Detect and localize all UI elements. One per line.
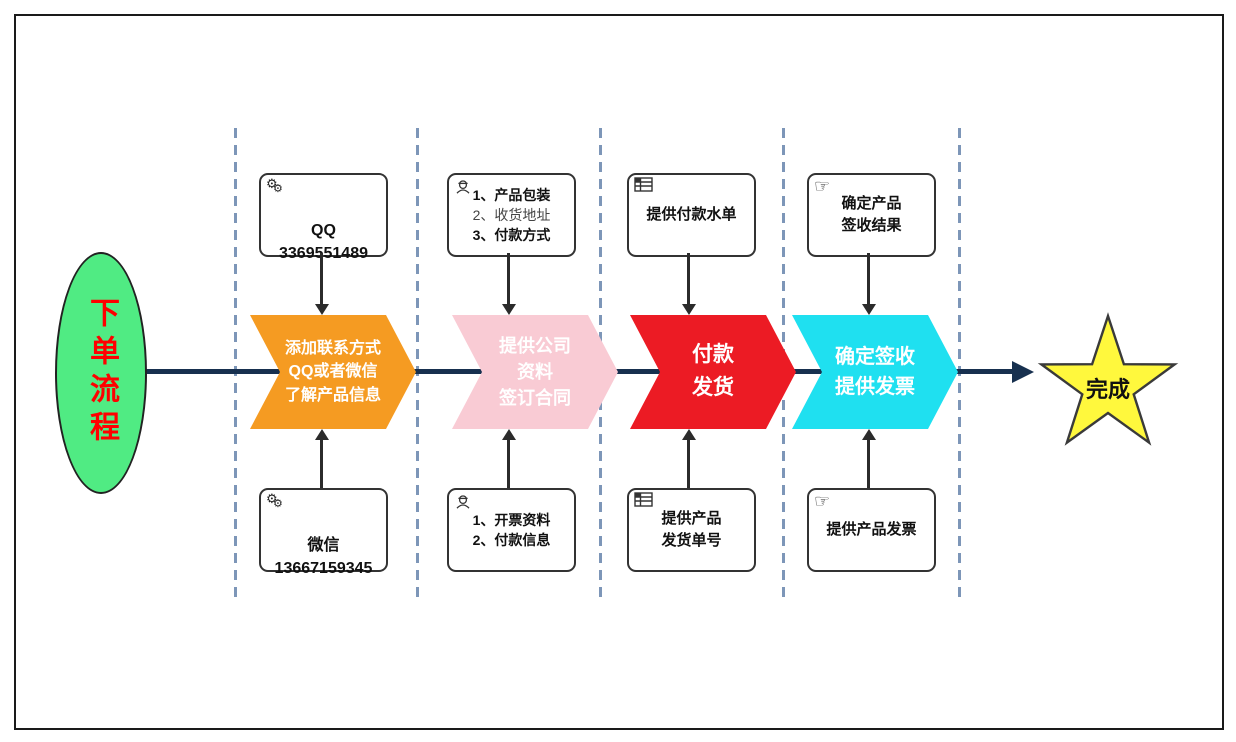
stage3-bottom-box: 提供产品 发货单号 (627, 488, 756, 572)
chevron-line: 付款 (692, 343, 734, 367)
connector-line (867, 253, 870, 305)
stage1-bottom-box: ⚙⚙ 微信 13667159345 (259, 488, 388, 577)
pointing-hand-icon: ☞ (814, 491, 831, 511)
box-line: 2、收货地址 (472, 206, 551, 223)
arrow-up-icon (315, 429, 329, 440)
finish-star: 完成 (1036, 308, 1180, 452)
gears-icon: ⚙⚙ (266, 176, 283, 195)
connector-line (867, 440, 870, 488)
box-line: 提供付款水单 (646, 206, 737, 224)
connector-line (320, 440, 323, 488)
arrow-up-icon (682, 429, 696, 440)
lane-divider (416, 128, 419, 602)
arrow-down-icon (862, 304, 876, 315)
box-line: 2、付款信息 (472, 532, 551, 548)
chevron-line: QQ或者微信 (288, 363, 378, 381)
engineer-icon (454, 177, 472, 199)
box-line: 1、产品包装 (472, 186, 551, 203)
stage1-top-box: ⚙⚙ QQ 3369551489 (259, 173, 388, 262)
chevron-line: 提供公司 (499, 335, 571, 356)
chevron-line: 确定签收 (835, 346, 915, 368)
pointing-hand-icon: ☞ (814, 176, 831, 196)
chevron-line: 签订合同 (499, 388, 571, 409)
box-line: 13667159345 (274, 560, 373, 577)
connector-line (507, 253, 510, 305)
arrow-up-icon (502, 429, 516, 440)
engineer-icon (454, 492, 472, 514)
arrow-down-icon (315, 304, 329, 315)
box-line: 提供产品 (661, 510, 722, 528)
gears-icon: ⚙⚙ (266, 491, 283, 510)
stage4-top-box: ☞ 确定产品 签收结果 (807, 173, 936, 257)
box-line: 1、开票资料 (472, 511, 551, 528)
arrow-down-icon (502, 304, 516, 315)
box-line: 发货单号 (661, 532, 722, 549)
box-line: 签收结果 (841, 217, 902, 234)
arrow-down-icon (682, 304, 696, 315)
chevron-line: 添加联系方式 (284, 340, 381, 358)
box-line: 确定产品 (841, 195, 902, 213)
box-line: 微信 (307, 536, 340, 554)
start-ellipse: 下单流程 (55, 252, 147, 494)
chevron-line: 发货 (692, 376, 734, 399)
chevron-line: 资料 (517, 361, 553, 382)
stage4-bottom-box: ☞ 提供产品发票 (807, 488, 936, 572)
connector-line (507, 440, 510, 488)
star-icon (1037, 312, 1179, 446)
box-line: QQ (311, 221, 336, 239)
connector-line (687, 253, 690, 305)
table-icon (634, 492, 653, 511)
finish-label: 完成 (1085, 377, 1130, 402)
start-label: 下单流程 (85, 297, 118, 449)
arrow-up-icon (862, 429, 876, 440)
stage3-top-box: 提供付款水单 (627, 173, 756, 257)
box-line: 3、付款方式 (472, 227, 551, 244)
table-icon (634, 177, 653, 196)
box-line: 提供产品发票 (826, 521, 917, 539)
stage2-top-box: 1、产品包装 2、收货地址 3、付款方式 (447, 173, 576, 257)
connector-line (687, 440, 690, 488)
chevron-line: 提供发票 (835, 376, 915, 398)
stage4-chevron: 确定签收 提供发票 (792, 315, 958, 429)
lane-divider (958, 128, 961, 602)
stage2-bottom-box: 1、开票资料 2、付款信息 (447, 488, 576, 572)
box-line: 3369551489 (279, 245, 368, 262)
chevron-line: 了解产品信息 (284, 386, 381, 404)
lane-divider (234, 128, 237, 602)
connector-line (320, 253, 323, 305)
flow-arrowhead-icon (1012, 361, 1034, 383)
